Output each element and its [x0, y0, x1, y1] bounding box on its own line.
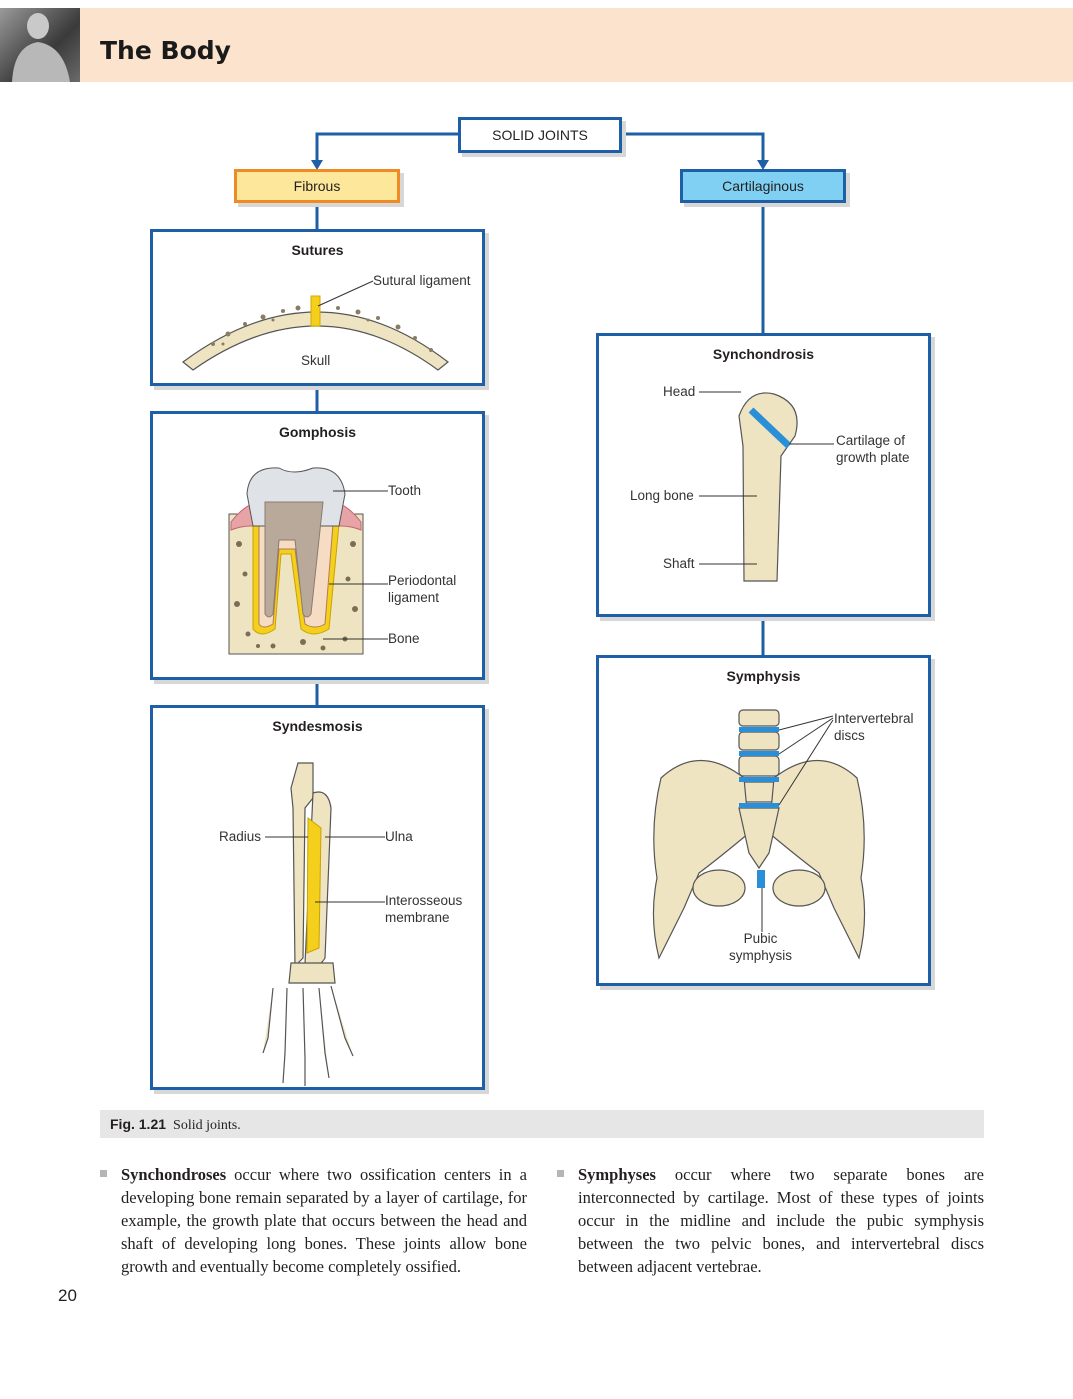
header-photo [0, 8, 80, 82]
radius-label: Radius [219, 829, 262, 844]
diagram-connectors [311, 132, 769, 706]
head-label: Head [663, 384, 696, 399]
pelvis-illustration [652, 709, 866, 960]
cartilage-growth-plate-label: Cartilage of growth plate [836, 433, 910, 465]
figure-number: Fig. 1.21 [110, 1116, 167, 1132]
intervertebral-discs-label: Intervertebral discs [834, 711, 914, 743]
term-synchondroses: Synchondroses [121, 1165, 227, 1184]
long-bone-illustration [699, 391, 834, 582]
bone-label: Bone [388, 631, 420, 646]
solid-joints-label: SOLID JOINTS [492, 127, 588, 143]
sutures-panel: Sutures Sutural ligament Skull [150, 229, 485, 386]
cartilaginous-box: Cartilaginous [680, 169, 846, 203]
term-symphyses: Symphyses [578, 1165, 656, 1184]
bullet-right [557, 1170, 564, 1177]
page-number: 20 [58, 1286, 77, 1305]
tooth-label: Tooth [388, 483, 422, 498]
interosseous-membrane-label: Interosseous membrane [385, 893, 463, 925]
page-title: The Body [100, 36, 231, 65]
forearm-illustration [262, 762, 385, 1086]
gomphosis-panel: Gomphosis Tooth Periodontal ligament Bon… [150, 411, 485, 680]
bullet-left [100, 1170, 107, 1177]
syndesmosis-panel: Syndesmosis Radius Ulna Interosseous mem… [150, 705, 485, 1090]
symphysis-title: Symphysis [726, 668, 801, 684]
body-column-right: Symphyses occur where two separate bones… [578, 1163, 984, 1278]
skull-label: Skull [301, 353, 331, 368]
synchondroses-text: occur where two ossification centers in … [121, 1165, 527, 1276]
ulna-label: Ulna [385, 829, 413, 844]
syndesmosis-title: Syndesmosis [272, 718, 363, 734]
periodontal-ligament-label: Periodontal ligament [388, 573, 457, 605]
symphysis-panel: Symphysis Intervertebral discs Pub [596, 655, 931, 986]
tooth-illustration [228, 467, 388, 655]
fibrous-box: Fibrous [234, 169, 400, 203]
solid-joints-box: SOLID JOINTS [458, 117, 622, 153]
body-column-left: Synchondroses occur where two ossificati… [121, 1163, 527, 1278]
shaft-label: Shaft [663, 556, 695, 571]
header-band [80, 8, 1073, 82]
gomphosis-title: Gomphosis [278, 424, 356, 440]
sutural-ligament-label: Sutural ligament [373, 273, 471, 288]
synchondrosis-title: Synchondrosis [712, 346, 815, 362]
skull-illustration [182, 280, 449, 371]
long-bone-label: Long bone [630, 488, 694, 503]
pubic-symphysis-label: Pubic symphysis [729, 931, 793, 963]
caption-bar [100, 1110, 984, 1138]
figure-caption: Fig. 1.21 Solid joints. [110, 1116, 241, 1134]
symphyses-text: occur where two separate bones are inter… [578, 1165, 984, 1276]
sutures-title: Sutures [291, 242, 344, 258]
synchondrosis-panel: Synchondrosis Head Cartilage of growth p… [596, 333, 931, 617]
figure-caption-text: Solid joints. [173, 1118, 241, 1133]
body-figure-icon [12, 13, 70, 82]
